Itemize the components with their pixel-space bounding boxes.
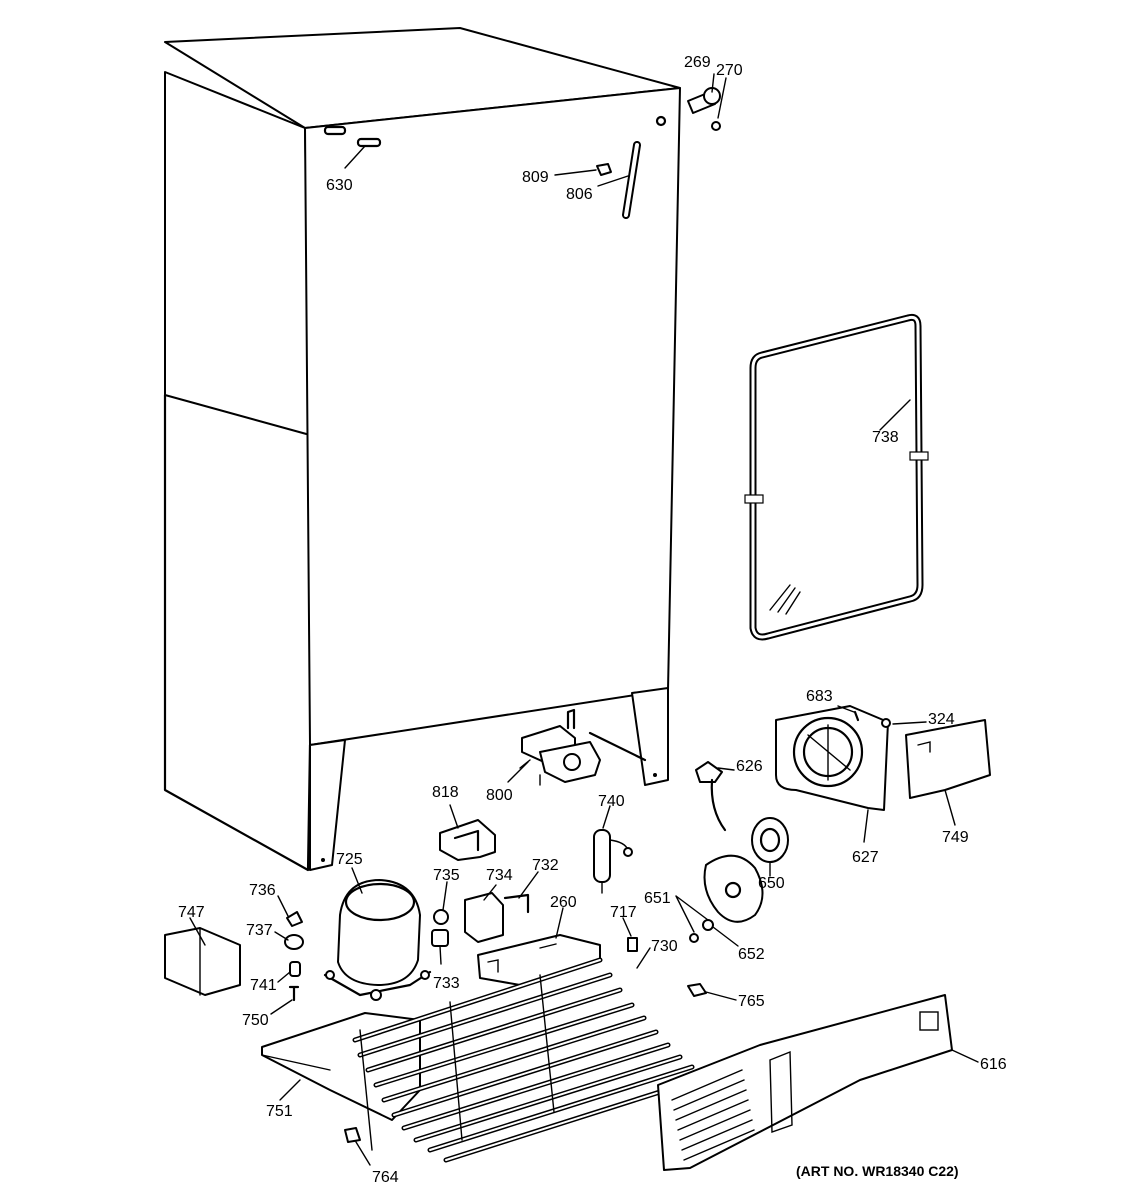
callout-809: 809 — [522, 169, 549, 186]
callout-626: 626 — [736, 758, 763, 775]
part-734-start-relay — [464, 892, 504, 943]
part-764-clip — [344, 1127, 361, 1143]
part-751-base-plate — [261, 1012, 421, 1121]
callout-734: 734 — [486, 867, 513, 884]
part-737-grommet — [284, 934, 304, 950]
callout-651: 651 — [644, 890, 671, 907]
callout-630: 630 — [326, 177, 353, 194]
callout-737: 737 — [246, 922, 273, 939]
part-725-compressor — [323, 879, 432, 1001]
part-740-capacitor — [593, 829, 633, 894]
part-732-clip — [503, 893, 530, 914]
callout-725: 725 — [336, 851, 363, 868]
part-736-grommet — [286, 911, 303, 927]
callout-324: 324 — [928, 711, 955, 728]
callout-733: 733 — [433, 975, 460, 992]
part-818-cover — [439, 819, 496, 861]
leader-lines — [189, 73, 979, 1166]
callout-labels: 269 270 630 809 806 738 683 324 626 800 … — [178, 54, 1007, 1186]
part-806-tube — [622, 141, 641, 219]
part-627-fan-shroud — [775, 705, 889, 811]
part-735-overload — [433, 909, 449, 925]
part-809-clip — [596, 163, 612, 176]
part-324-screw — [881, 718, 891, 728]
callout-736: 736 — [249, 882, 276, 899]
part-765-clip — [687, 983, 707, 997]
callout-800: 800 — [486, 787, 513, 804]
part-738-heater-loop — [744, 313, 929, 641]
callout-683: 683 — [806, 688, 833, 705]
callout-741: 741 — [250, 977, 277, 994]
part-626-power-cord — [695, 761, 727, 832]
part-730-condenser — [352, 957, 707, 1163]
cabinet — [163, 27, 681, 872]
callout-747: 747 — [178, 904, 205, 921]
callout-764: 764 — [372, 1169, 399, 1186]
part-652-nut — [702, 919, 714, 931]
part-741-spacer — [289, 961, 301, 977]
callout-751: 751 — [266, 1103, 293, 1120]
callout-650: 650 — [758, 875, 785, 892]
callout-269: 269 — [684, 54, 711, 71]
callout-616: 616 — [980, 1056, 1007, 1073]
callout-735: 735 — [433, 867, 460, 884]
callout-738: 738 — [872, 429, 899, 446]
part-749-cover — [905, 719, 991, 799]
callout-750: 750 — [242, 1012, 269, 1029]
callout-765: 765 — [738, 993, 765, 1010]
part-717-part — [627, 937, 638, 952]
callout-730: 730 — [651, 938, 678, 955]
callout-652: 652 — [738, 946, 765, 963]
callout-717: 717 — [610, 904, 637, 921]
callout-806: 806 — [566, 186, 593, 203]
callout-732: 732 — [532, 857, 559, 874]
part-800-water-valve — [519, 708, 601, 786]
callout-818: 818 — [432, 784, 459, 801]
part-733-relay — [431, 929, 449, 947]
callout-627: 627 — [852, 849, 879, 866]
part-651-fan-blade — [689, 854, 764, 943]
part-750-screw — [288, 985, 300, 1002]
art-number: (ART NO. WR18340 C22) — [796, 1163, 959, 1179]
part-650-fan-motor — [751, 817, 789, 863]
callout-740: 740 — [598, 793, 625, 810]
part-683-screw — [853, 710, 860, 722]
part-747-terminal-cover — [164, 927, 241, 996]
callout-260: 260 — [550, 894, 577, 911]
part-616-grille — [657, 994, 953, 1171]
callout-749: 749 — [942, 829, 969, 846]
part-269-fitting — [687, 87, 721, 131]
callout-270: 270 — [716, 62, 743, 79]
